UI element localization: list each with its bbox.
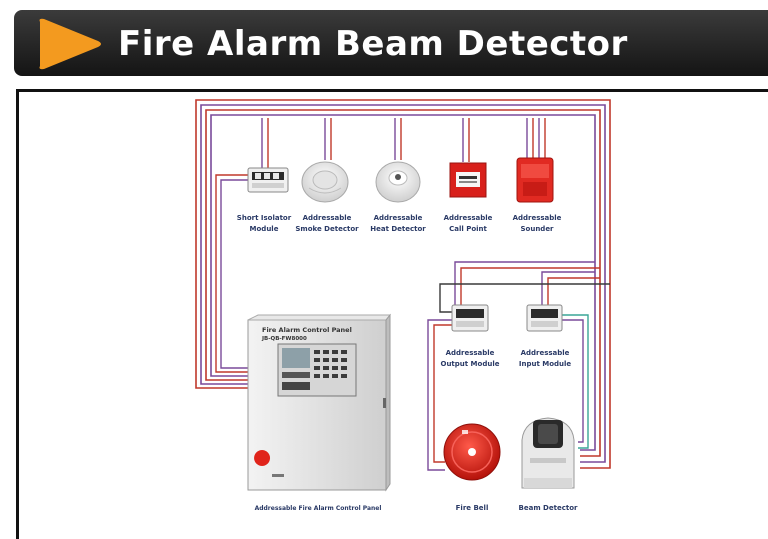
beam-wires xyxy=(562,314,589,449)
heat-detector-icon xyxy=(375,161,421,203)
label-short-isolator: Short Isolator Module xyxy=(236,214,292,233)
fire-bell-icon xyxy=(443,423,501,481)
label-smoke-detector: Addressable Smoke Detector xyxy=(295,214,359,233)
bell-wires xyxy=(427,319,454,471)
play-icon xyxy=(39,18,101,70)
loop-wires xyxy=(195,99,611,469)
label-call-point: Addressable Call Point xyxy=(443,214,493,233)
label-sounder: Addressable Sounder xyxy=(512,214,562,233)
label-heat-detector: Addressable Heat Detector xyxy=(370,214,426,233)
label-beam-detector: Beam Detector xyxy=(518,504,578,512)
beam-detector-icon xyxy=(521,417,575,489)
output-module-icon xyxy=(451,304,489,332)
call-point-icon xyxy=(449,162,487,198)
sounder-icon xyxy=(516,157,554,203)
diagram-frame xyxy=(16,89,768,539)
label-control-panel: Addressable Fire Alarm Control Panel xyxy=(254,505,382,512)
label-fire-bell: Fire Bell xyxy=(455,504,489,512)
isolator-wires xyxy=(215,174,250,373)
title-banner: Fire Alarm Beam Detector xyxy=(14,10,768,76)
label-input-module: Addressable Input Module xyxy=(518,349,572,368)
panel-title-text: Fire Alarm Control Panel xyxy=(262,326,352,334)
label-output-module: Addressable Output Module xyxy=(440,349,500,368)
module-bus xyxy=(439,261,610,313)
control-panel-icon xyxy=(247,313,392,492)
page-title: Fire Alarm Beam Detector xyxy=(118,24,628,64)
input-module-icon xyxy=(526,304,563,332)
isolator-module-icon xyxy=(247,167,289,193)
device-drops xyxy=(261,118,546,168)
smoke-detector-icon xyxy=(301,161,349,203)
panel-model-text: JB-QB-FW8000 xyxy=(261,336,307,342)
